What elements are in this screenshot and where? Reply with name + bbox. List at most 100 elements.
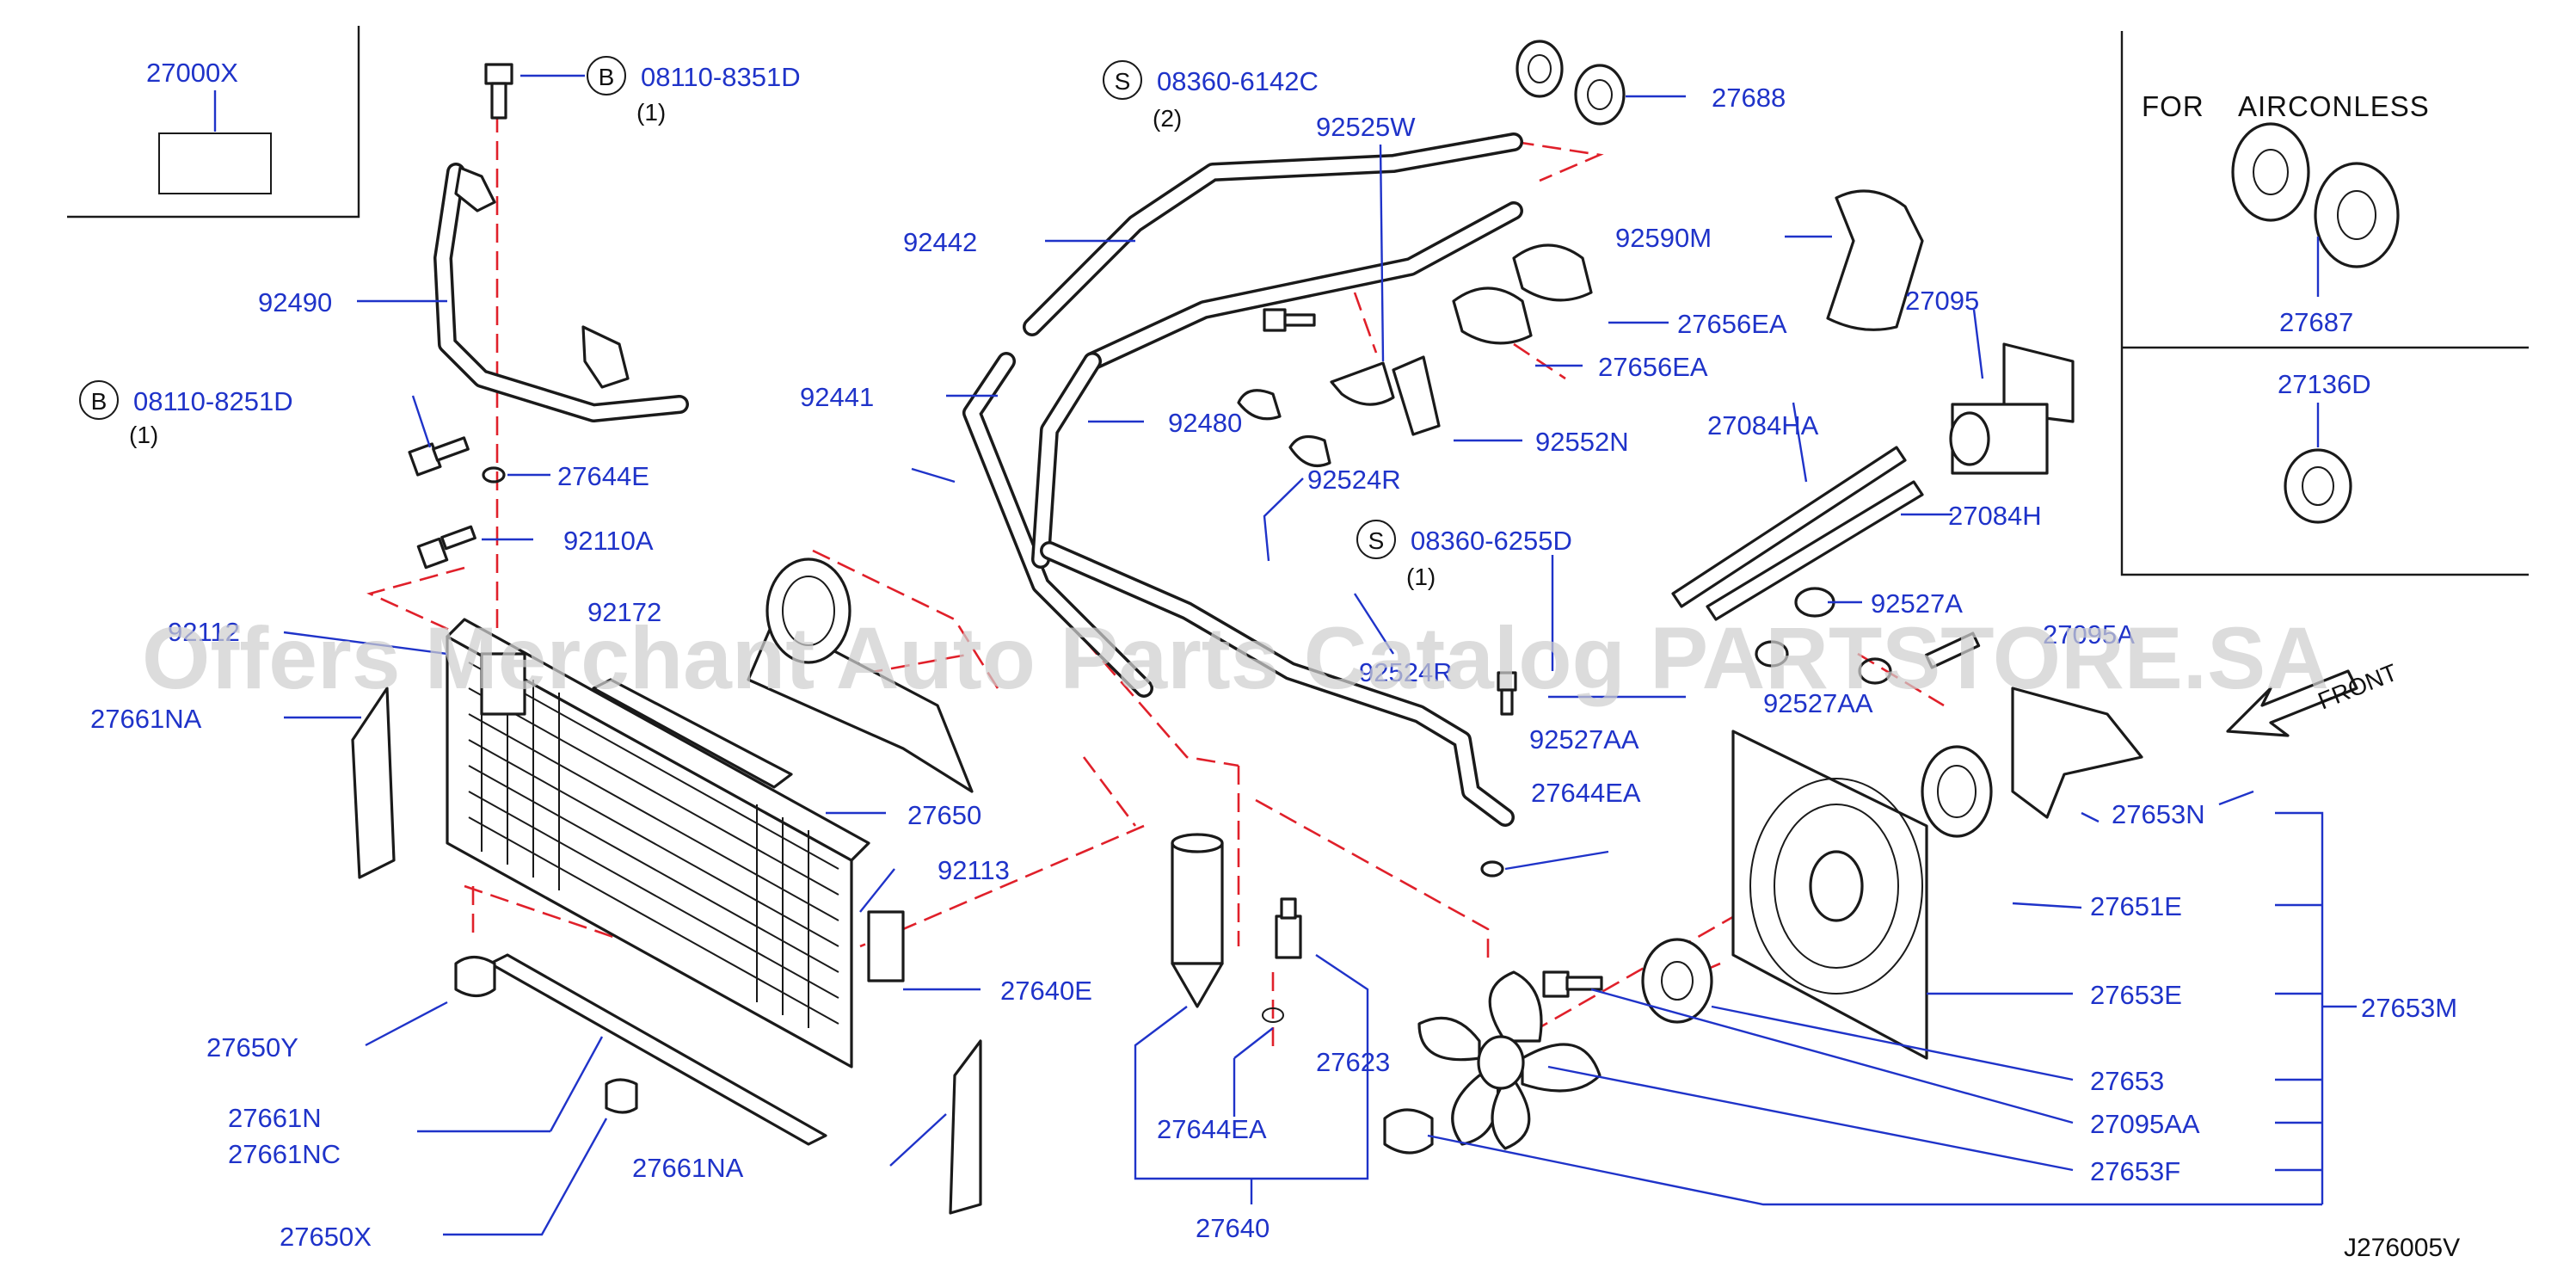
bolt-08110-8251d-icon xyxy=(408,436,470,477)
label-27640: 27640 xyxy=(1196,1213,1270,1243)
fastener-callout-s-2: S 08360-6255D (1) xyxy=(1356,520,1572,590)
assembly-guide-lines xyxy=(366,86,1945,1050)
bolt-92110a-icon xyxy=(416,525,476,570)
fastener-callout-b-2: B 08110-8251D (1) xyxy=(79,380,293,448)
bracket-92552n-icon xyxy=(1392,355,1441,436)
label-92590m: 92590M xyxy=(1615,223,1712,253)
label-92527aa-a: 92527AA xyxy=(1529,724,1639,754)
label-92110a: 92110A xyxy=(563,526,654,556)
inset-27000x-frame xyxy=(67,26,360,219)
label-27661n: 27661N xyxy=(228,1103,322,1133)
label-27661nc: 27661NC xyxy=(228,1139,341,1169)
nut-27653f-icon xyxy=(1383,1108,1434,1155)
fastener-callout-s-1: S 08360-6142C (2) xyxy=(1103,60,1319,132)
hose-92490 xyxy=(433,163,689,422)
label-27623: 27623 xyxy=(1316,1047,1390,1077)
air-seal-92172 xyxy=(592,678,793,789)
label-27656ea-a: 27656EA xyxy=(1677,309,1787,339)
inlet-fitting xyxy=(480,652,526,716)
label-92480: 92480 xyxy=(1168,408,1242,438)
fastener-quantity: (1) xyxy=(129,422,158,448)
label-27687: 27687 xyxy=(2279,307,2353,337)
fastener-callout-b-1: B 08110-8351D (1) xyxy=(587,56,801,126)
clamp-92524r-b-icon xyxy=(1288,434,1331,467)
air-seal-27661n xyxy=(489,953,827,1146)
mount-27650x-icon xyxy=(605,1078,638,1114)
label-92527aa-b: 92527AA xyxy=(1763,688,1873,718)
label-27653n: 27653N xyxy=(2112,799,2205,829)
label-27653e: 27653E xyxy=(2090,980,2182,1010)
grommet-27688-icon xyxy=(1515,40,1626,126)
relay-27095 xyxy=(1949,342,2075,475)
fastener-quantity: (1) xyxy=(1406,564,1436,590)
air-seal-27661na-bottom xyxy=(949,1039,982,1215)
compressor-canister xyxy=(747,557,974,793)
bolt-27095a-icon xyxy=(1924,631,1981,669)
label-92527a: 92527A xyxy=(1871,588,1963,619)
label-27653f: 27653F xyxy=(2090,1156,2180,1186)
pipe-92441 xyxy=(1040,541,1515,827)
label-27084ha: 27084HA xyxy=(1707,410,1819,440)
hose-92590m-icon xyxy=(1826,189,1924,331)
label-92441: 92441 xyxy=(800,382,874,412)
grommet-27687-icon xyxy=(2231,122,2400,268)
grommet-27136d-icon xyxy=(2284,448,2352,524)
fastener-quantity: (2) xyxy=(1153,105,1182,132)
label-27084h: 27084H xyxy=(1948,501,2042,531)
label-27644ea-a: 27644EA xyxy=(1531,778,1641,808)
svg-text:B: B xyxy=(599,64,615,90)
label-27095: 27095 xyxy=(1905,286,1979,316)
label-92172: 92172 xyxy=(587,597,661,627)
label-27653: 27653 xyxy=(2090,1066,2164,1096)
clamp-92525w-icon xyxy=(1330,361,1395,406)
svg-text:S: S xyxy=(1368,527,1385,554)
diagram-code: J276005V xyxy=(2344,1234,2460,1262)
label-92113: 92113 xyxy=(938,855,1010,885)
condenser-27650 xyxy=(446,618,905,1069)
fastener-part-number: 08360-6255D xyxy=(1411,526,1572,556)
label-92524r-b: 92524R xyxy=(1359,657,1453,687)
label-27644e: 27644E xyxy=(557,461,649,491)
label-27644ea-b: 27644EA xyxy=(1157,1114,1267,1144)
label-27651e: 27651E xyxy=(2090,891,2182,921)
fastener-quantity: (1) xyxy=(636,99,666,126)
tube-27084h-icon xyxy=(1706,480,1924,621)
label-27650y: 27650Y xyxy=(206,1032,298,1062)
inset-right-frame xyxy=(2120,31,2529,576)
snap-ring-92527aa-a-icon xyxy=(1755,640,1789,668)
watermark-text: Offers Merchant Auto Parts Catalog PARTS… xyxy=(142,609,2329,707)
pipe-92442 xyxy=(1023,132,1523,336)
label-27688: 27688 xyxy=(1712,83,1786,113)
svg-text:S: S xyxy=(1115,68,1131,95)
fastener-part-number: 08110-8351D xyxy=(641,62,801,92)
snap-ring-92527aa-b-icon xyxy=(1858,657,1892,685)
o-ring-27644e-icon xyxy=(482,466,506,483)
bolt-08360-6142c-icon xyxy=(1263,308,1316,332)
label-27650x: 27650X xyxy=(280,1222,372,1252)
label-27136d: 27136D xyxy=(2278,369,2371,399)
label-92552n: 92552N xyxy=(1535,427,1629,457)
inset-airconless-title: AIRCONLESS xyxy=(2238,90,2430,122)
label-92442: 92442 xyxy=(903,227,977,257)
label-92524r-a: 92524R xyxy=(1307,465,1401,495)
clamp-27656ea-a-icon xyxy=(1452,286,1533,345)
screw-27095aa-icon xyxy=(1542,970,1603,998)
inset-for-label: FOR xyxy=(2142,90,2204,122)
label-27661na-bottom: 27661NA xyxy=(632,1153,744,1183)
mount-27650y-icon xyxy=(454,955,496,998)
shroud-seal-27651e xyxy=(1921,745,1993,838)
fan-shroud-27653e xyxy=(1731,730,1928,1060)
label-plate-icon xyxy=(158,132,272,194)
label-27095aa: 27095AA xyxy=(2090,1109,2200,1139)
receiver-bracket xyxy=(867,910,905,982)
label-27653m: 27653M xyxy=(2361,993,2457,1023)
svg-text:B: B xyxy=(91,388,108,415)
clamp-92524r-icon xyxy=(1237,389,1282,421)
pressure-switch-27623 xyxy=(1262,897,1302,1023)
label-27656ea-b: 27656EA xyxy=(1598,352,1708,382)
part-number-labels: 27000X 92490 27644E 92110A 92172 92112 2… xyxy=(90,58,2457,1252)
front-direction-arrow xyxy=(2226,669,2358,737)
label-27095a: 27095A xyxy=(2043,619,2135,650)
